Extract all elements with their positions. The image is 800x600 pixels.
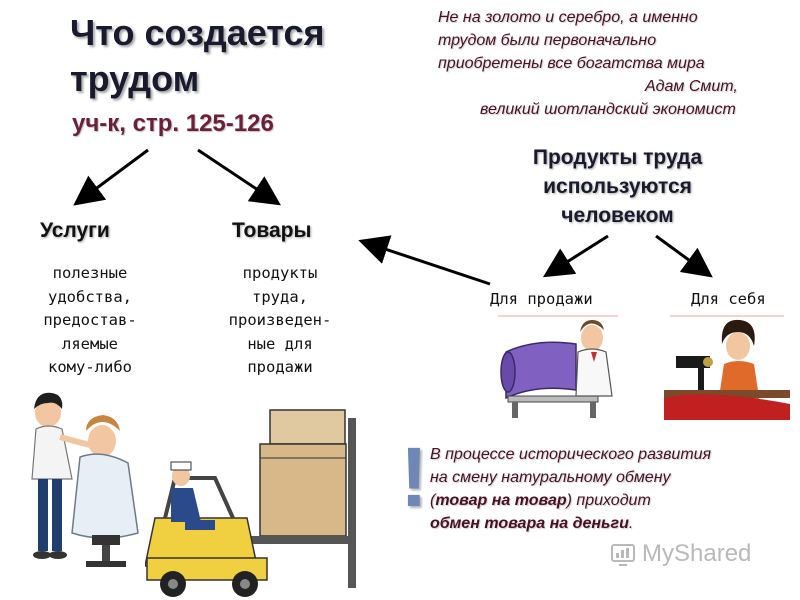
note-line: на смену натуральному обмену	[430, 469, 671, 486]
goods-desc-line: ные для	[247, 334, 313, 353]
arrow-to-services	[73, 148, 149, 206]
page-title: Что создается трудом	[70, 12, 325, 99]
quote-line: трудом были первоначально	[438, 32, 657, 49]
arrow-products-to-self	[655, 234, 713, 278]
note-emphasis: товар на товар	[435, 492, 567, 509]
hairdresser-icon	[31, 392, 139, 567]
services-heading: Услуги	[40, 219, 110, 242]
services-desc-line: удобства,	[48, 287, 132, 306]
products-heading-line: используются	[543, 175, 692, 198]
products-heading-line: человеком	[561, 204, 674, 227]
arrow-sale-to-goods	[358, 235, 491, 286]
note-line: В процессе исторического развития	[430, 446, 712, 463]
for-sale-label: Для продажи	[490, 290, 593, 308]
quote-line: приобретены все богатства мира	[438, 55, 705, 72]
quote-block: Не на золото и серебро, а именно трудом …	[438, 6, 788, 121]
page-subtitle: уч-к, стр. 125-126	[72, 110, 274, 137]
arrow-products-to-sale	[542, 234, 609, 278]
exclamation-icon: !	[400, 430, 428, 524]
for-self-label: Для себя	[691, 290, 766, 308]
note-line: обмен товара на деньги.	[430, 512, 790, 535]
note-paren: (	[430, 492, 436, 509]
quote-line: Не на золото и серебро, а именно	[438, 9, 698, 26]
goods-description: продукты труда, произведен- ные для прод…	[205, 262, 355, 380]
arrow-to-goods	[197, 148, 281, 206]
note-emphasis: обмен товара на деньги	[430, 515, 629, 532]
services-desc-line: кому-либо	[48, 358, 132, 376]
goods-heading: Товары	[232, 219, 312, 242]
tailor-icon	[498, 312, 628, 420]
services-desc-line: предостав-	[43, 311, 137, 329]
quote-author: Адам Смит,	[645, 78, 738, 95]
products-heading-line: Продукты труда	[532, 146, 703, 169]
goods-desc-line: продажи	[247, 358, 313, 376]
note-text: ) приходит	[566, 492, 651, 509]
services-description: полезные удобства, предостав- ляемые ком…	[20, 262, 160, 380]
forklift-icon	[145, 409, 356, 597]
myshared-logo-icon	[611, 544, 635, 566]
quote-author-desc: великий шотландский экономист	[480, 101, 736, 118]
note-block: В процессе исторического развития на сме…	[430, 443, 790, 535]
watermark: MyShared	[610, 540, 751, 568]
products-heading: Продукты труда используются человеком	[505, 143, 730, 230]
sewing-machine-icon	[664, 312, 790, 420]
services-desc-line: ляемые	[62, 334, 118, 353]
note-line: (товар на товар) приходит	[430, 489, 790, 512]
watermark-text: MyShared	[642, 540, 752, 567]
goods-desc-line: труда,	[252, 287, 308, 306]
goods-desc-line: произведен-	[228, 311, 332, 329]
goods-desc-line: продукты	[242, 264, 318, 282]
services-desc-line: полезные	[52, 264, 128, 282]
note-text: .	[628, 515, 634, 532]
